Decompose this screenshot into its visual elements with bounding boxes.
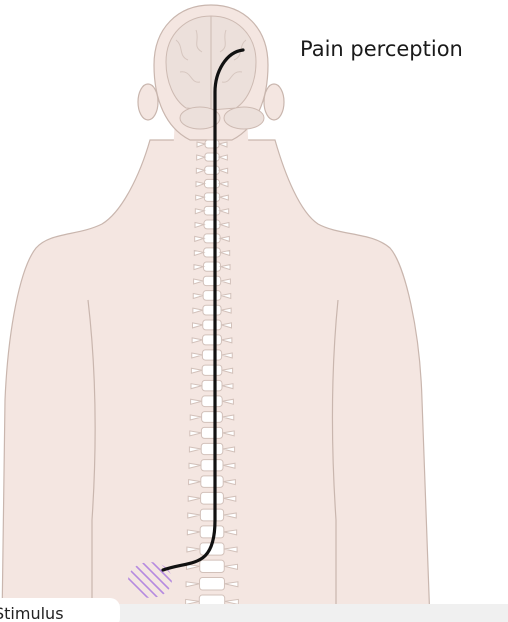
stimulus-label: Stimulus xyxy=(0,604,64,622)
vertebra xyxy=(200,578,225,591)
vertebra xyxy=(200,526,224,538)
vertebra xyxy=(201,460,223,471)
vertebra xyxy=(204,220,220,229)
vertebra xyxy=(202,396,222,407)
left-ear xyxy=(138,84,158,120)
vertebra xyxy=(205,153,219,161)
vertebra xyxy=(203,262,220,271)
vertebra xyxy=(202,412,223,423)
vertebra xyxy=(205,179,220,187)
vertebra xyxy=(204,234,220,243)
vertebra xyxy=(203,305,221,315)
pain-perception-label: Pain perception xyxy=(300,37,463,61)
vertebra xyxy=(201,443,223,454)
vertebra xyxy=(203,320,221,330)
vertebra xyxy=(202,365,222,375)
vertebra xyxy=(202,380,222,391)
vertebra xyxy=(202,350,221,360)
vertebra xyxy=(204,248,221,257)
vertebra xyxy=(203,291,221,301)
vertebra xyxy=(203,276,220,285)
vertebra xyxy=(205,140,219,148)
vertebra xyxy=(201,492,224,504)
vertebra xyxy=(200,509,223,521)
vertebra xyxy=(203,335,222,345)
vertebra xyxy=(204,193,219,202)
right-ear xyxy=(264,84,284,120)
vertebra xyxy=(204,206,220,215)
vertebra xyxy=(201,476,223,487)
vertebra xyxy=(200,560,225,572)
vertebra xyxy=(205,166,220,174)
vertebra xyxy=(201,427,222,438)
